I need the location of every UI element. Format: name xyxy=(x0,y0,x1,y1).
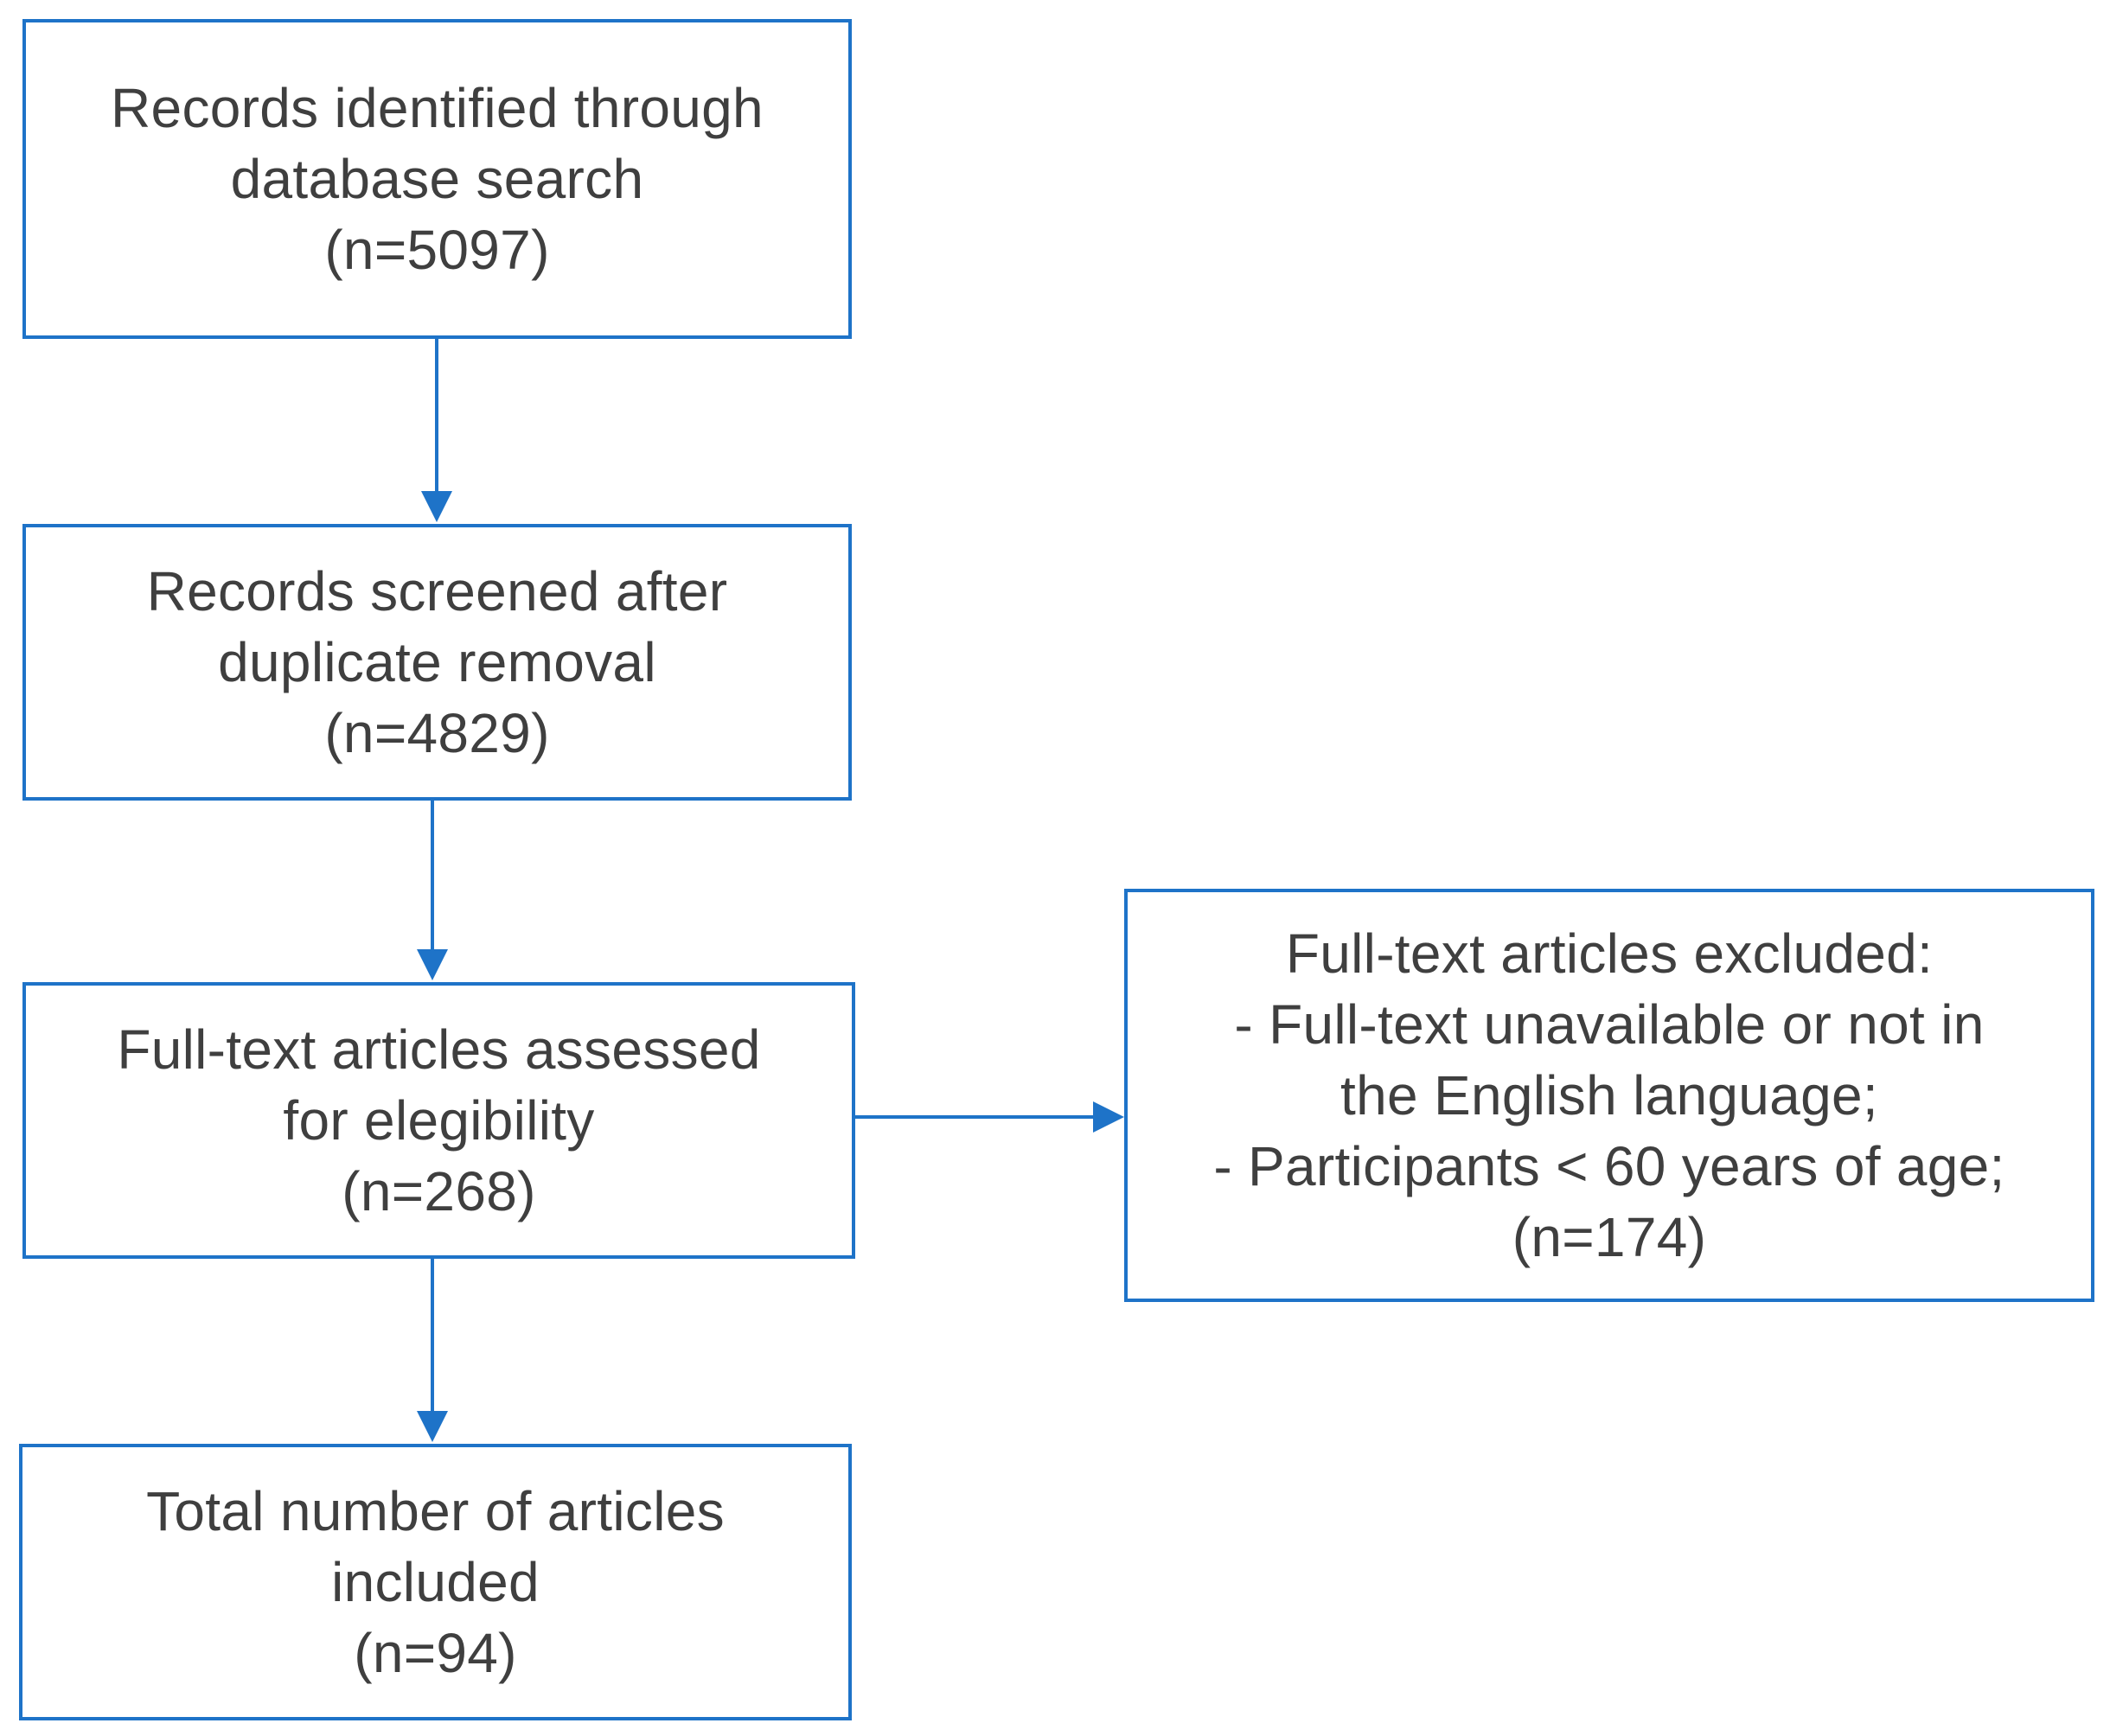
box-identified-line-1: Records identified through xyxy=(111,77,764,139)
box-excluded-line-1: Full-text articles excluded: xyxy=(1285,922,1934,985)
box-included-count: (n=94) xyxy=(354,1622,517,1684)
box-excluded-line-3: the English language; xyxy=(1340,1064,1878,1126)
arrowhead-included xyxy=(417,1411,448,1442)
box-excluded-line-4: - Participants < 60 years of age; xyxy=(1213,1135,2005,1197)
box-articles-included: Total number of articles included (n=94) xyxy=(19,1444,852,1720)
box-identified-count: (n=5097) xyxy=(324,219,550,281)
box-screened-line-2: duplicate removal xyxy=(218,631,656,693)
box-screened-line-1: Records screened after xyxy=(146,560,728,622)
box-fulltext-assessed: Full-text articles assessed for elegibil… xyxy=(22,982,855,1259)
arrowhead-excluded xyxy=(1093,1101,1124,1133)
box-excluded-line-2: - Full-text unavailable or not in xyxy=(1234,993,1985,1056)
box-included-line-1: Total number of articles xyxy=(146,1480,725,1542)
box-identified-line-2: database search xyxy=(230,148,644,210)
box-excluded-count: (n=174) xyxy=(1512,1206,1707,1268)
box-records-identified: Records identified through database sear… xyxy=(22,19,852,339)
box-assessed-line-1: Full-text articles assessed xyxy=(117,1018,761,1081)
arrowhead-assessed xyxy=(417,949,448,980)
box-assessed-line-2: for elegibility xyxy=(283,1089,595,1152)
box-assessed-count: (n=268) xyxy=(342,1160,536,1222)
box-screened-count: (n=4829) xyxy=(324,702,550,764)
box-fulltext-excluded: Full-text articles excluded: - Full-text… xyxy=(1124,889,2094,1302)
box-included-line-2: included xyxy=(331,1551,540,1613)
box-records-screened: Records screened after duplicate removal… xyxy=(22,524,852,801)
arrowhead-screened xyxy=(421,491,452,522)
